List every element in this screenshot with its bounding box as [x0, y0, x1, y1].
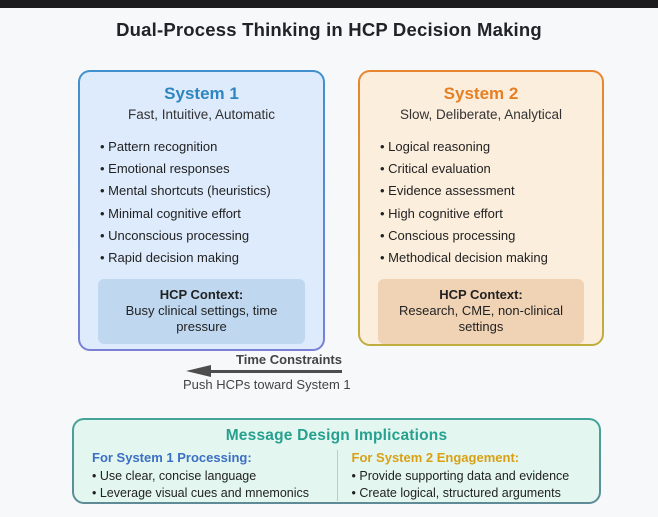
implications-title: Message Design Implications	[225, 427, 448, 444]
top-edge-bar	[0, 0, 658, 8]
system1-bullet: Rapid decision making	[100, 251, 309, 265]
system2-bullet: Conscious processing	[380, 229, 588, 243]
system2-card-body: System 2 Slow, Deliberate, Analytical Lo…	[360, 72, 602, 344]
system2-hcp-context-box: HCP Context: Research, CME, non-clinical…	[378, 278, 584, 344]
system1-bullet: Pattern recognition	[100, 140, 309, 154]
system2-engagement-heading: For System 2 Engagement:	[351, 450, 520, 465]
system2-hcp-context-title: HCP Context:	[439, 286, 523, 302]
system1-processing-bullet: Use clear, concise language	[92, 468, 333, 485]
system2-bullet: High cognitive effort	[380, 207, 588, 221]
system2-title: System 2	[443, 84, 519, 103]
system2-bullet-list: Logical reasoning Critical evaluation Ev…	[374, 140, 588, 265]
arrow-shaft	[208, 370, 342, 373]
system2-card: System 2 Slow, Deliberate, Analytical Lo…	[358, 70, 604, 346]
implications-columns: For System 1 Processing: Use clear, conc…	[88, 450, 586, 502]
system1-card: System 1 Fast, Intuitive, Automatic Patt…	[78, 70, 325, 351]
system2-bullet: Evidence assessment	[380, 184, 588, 198]
left-arrow-icon	[186, 365, 211, 377]
system1-bullet-list: Pattern recognition Emotional responses …	[94, 140, 309, 265]
system1-processing-heading: For System 1 Processing:	[92, 450, 252, 465]
system1-processing-bullet: Leverage visual cues and mnemonics	[92, 485, 333, 502]
system1-bullet: Minimal cognitive effort	[100, 207, 309, 221]
system1-subtitle: Fast, Intuitive, Automatic	[127, 107, 276, 122]
system1-title: System 1	[164, 84, 239, 103]
time-constraints-label: Time Constraints	[236, 352, 342, 367]
implications-column-system1: For System 1 Processing: Use clear, conc…	[88, 450, 337, 501]
system1-bullet: Unconscious processing	[100, 229, 309, 243]
page-title: Dual-Process Thinking in HCP Decision Ma…	[116, 19, 542, 40]
system1-card-body: System 1 Fast, Intuitive, Automatic Patt…	[80, 72, 323, 349]
arrow-sublabel: Push HCPs toward System 1	[183, 377, 351, 392]
system2-bullet: Logical reasoning	[380, 140, 588, 154]
system2-engagement-bullet: Provide supporting data and evidence	[352, 468, 582, 485]
system2-engagement-list: Provide supporting data and evidence Cre…	[352, 468, 582, 501]
system2-hcp-context-text: Research, CME, non-clinical settings	[398, 303, 563, 335]
system2-bullet: Critical evaluation	[380, 162, 588, 176]
system1-hcp-context-box: HCP Context: Busy clinical settings, tim…	[98, 278, 305, 344]
system1-bullet: Emotional responses	[100, 162, 309, 176]
system2-bullet: Methodical decision making	[380, 251, 588, 265]
system1-hcp-context-title: HCP Context:	[159, 286, 244, 302]
system1-processing-list: Use clear, concise language Leverage vis…	[92, 468, 333, 501]
implications-card: Message Design Implications For System 1…	[72, 418, 601, 504]
system1-bullet: Mental shortcuts (heuristics)	[100, 184, 309, 198]
implications-card-body: Message Design Implications For System 1…	[74, 420, 599, 502]
system1-hcp-context-text: Busy clinical settings, time pressure	[125, 303, 278, 335]
implications-column-system2: For System 2 Engagement: Provide support…	[336, 450, 586, 502]
system2-subtitle: Slow, Deliberate, Analytical	[399, 107, 563, 122]
system2-engagement-bullet: Create logical, structured arguments	[352, 485, 582, 502]
